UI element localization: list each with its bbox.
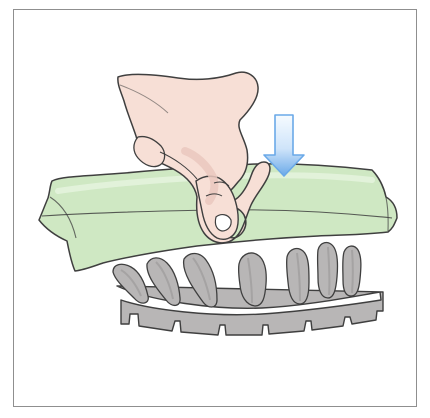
holder-peg-1 (113, 264, 148, 303)
gray-comb-holder-icon (113, 243, 383, 335)
finger-nail (215, 215, 231, 231)
